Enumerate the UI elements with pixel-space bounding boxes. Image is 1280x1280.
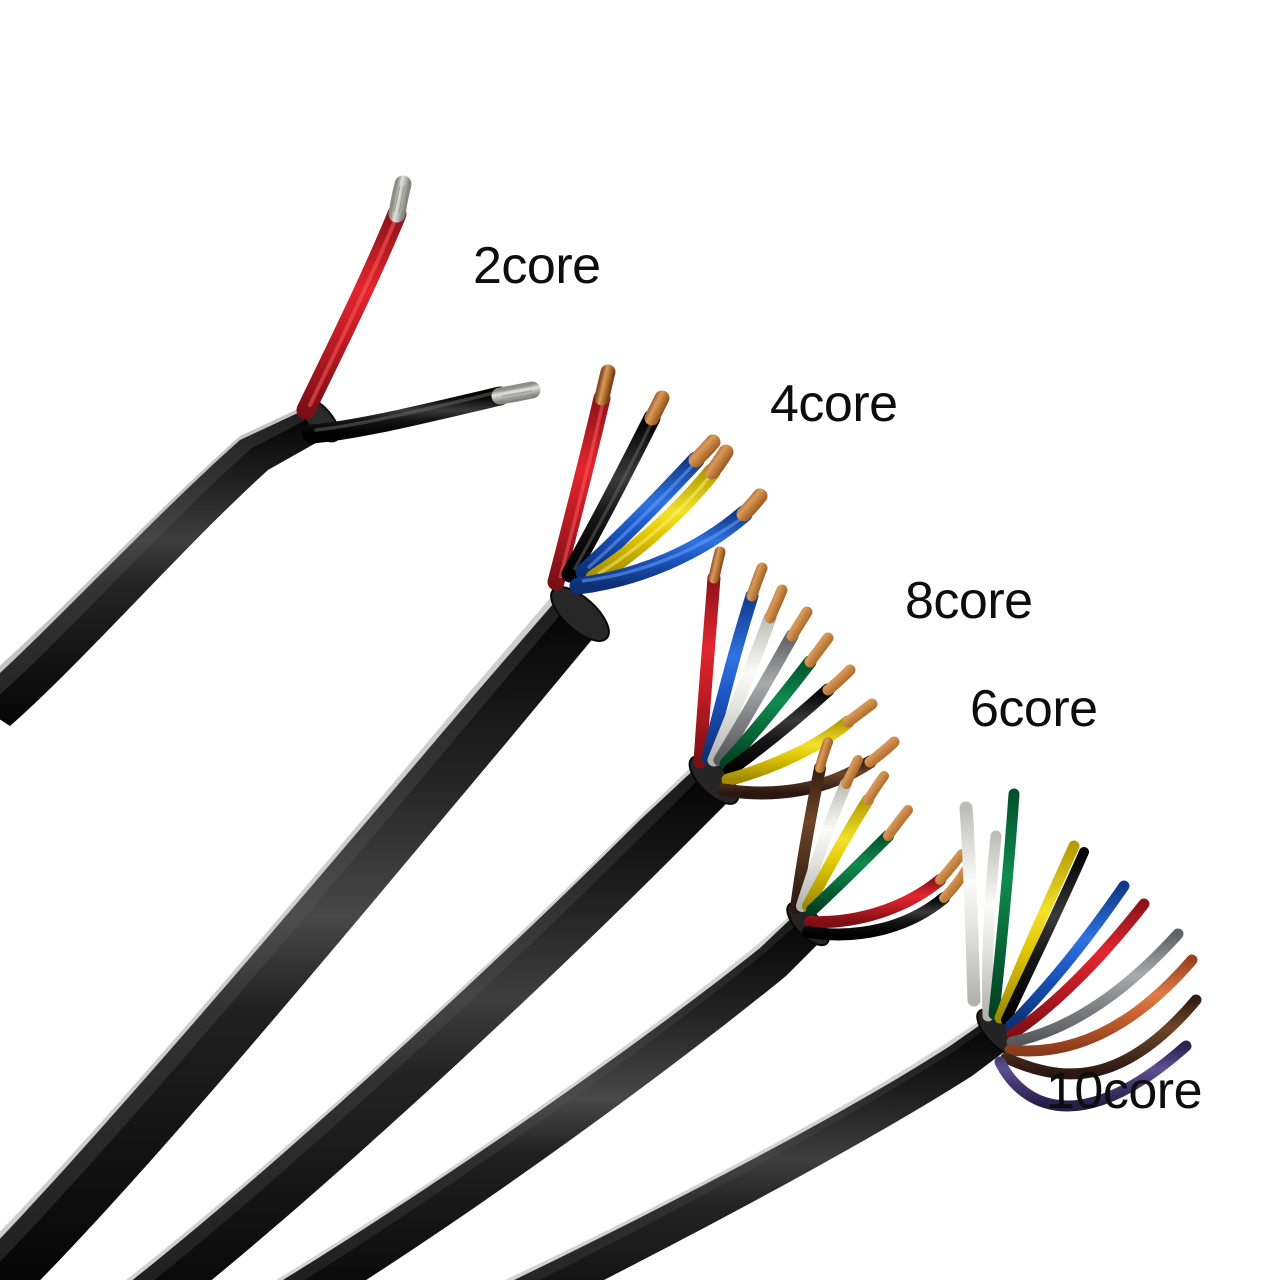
wire-6core-white: [796, 755, 863, 912]
wire-6core-brown: [790, 737, 833, 914]
wire-4core-blue-a: [575, 434, 721, 581]
jacket-4core: [0, 596, 600, 1280]
wire-4core-yellow: [585, 444, 734, 587]
conductor-tin-2core-red: [388, 175, 412, 223]
label-8core: 8core: [905, 572, 1033, 630]
wire-10core-purple: [994, 1040, 1192, 1112]
wire-8core-white: [707, 584, 788, 767]
conductor-copper-6core-brown: [815, 737, 833, 773]
wire-2core-black: [302, 381, 541, 444]
wire-4core-black: [561, 390, 670, 583]
wire-6core-red: [804, 849, 967, 929]
wire-8core-gray: [713, 606, 813, 767]
wire-8core-red: [693, 546, 726, 769]
jacket-8core: [132, 764, 736, 1280]
conductor-copper-8core-black: [822, 664, 856, 696]
wire-4core-blue-b: [569, 488, 768, 595]
wire-6core-yellow: [802, 771, 889, 912]
label-2core: 2core: [473, 237, 601, 295]
conductor-copper-4core-black: [644, 390, 670, 426]
wire-10core-orange: [1004, 954, 1198, 1057]
conductor-copper-6core-green: [883, 805, 913, 841]
wire-8core-blue: [701, 562, 768, 765]
conductor-copper-8core-blue: [746, 562, 768, 602]
conductor-copper-4core-red: [594, 364, 616, 406]
wire-6core-green: [806, 805, 913, 916]
cable-2core: [0, 175, 541, 726]
conductor-copper-6core-yellow: [863, 771, 889, 805]
conductor-copper-6core-white: [841, 755, 863, 789]
label-6core: 6core: [970, 680, 1098, 738]
wire-2core-red: [296, 175, 412, 420]
wire-10core-white: [981, 830, 1002, 1022]
conductor-copper-8core-red: [708, 546, 726, 584]
wire-10core-brown: [1000, 994, 1202, 1080]
wire-10core-yellow: [994, 840, 1080, 1024]
wire-10core-black: [1001, 847, 1089, 1025]
conductor-copper-8core-gray: [786, 606, 813, 642]
conductor-copper-8core-yellow: [842, 698, 878, 728]
wire-10core-blue: [1004, 880, 1130, 1032]
wire-10core-red: [1006, 898, 1150, 1040]
conductor-copper-4core-yellow: [704, 444, 734, 480]
wire-6core-white-tail: [959, 801, 981, 1007]
wire-8core-black: [723, 664, 856, 777]
wire-10core-gray: [1006, 928, 1184, 1048]
conductor-copper-4core-blue-a: [688, 434, 721, 468]
conductor-copper-8core-green: [804, 632, 834, 668]
wire-4core-red: [547, 364, 616, 591]
wire-8core-yellow: [721, 698, 878, 787]
jacket-6core: [282, 910, 826, 1280]
cable-6core: [275, 737, 981, 1280]
wire-10core-green: [988, 788, 1020, 1020]
conductor-copper-8core-brown: [864, 736, 900, 768]
conductor-copper-8core-white: [764, 584, 788, 624]
label-10core: 10core: [1046, 1062, 1203, 1120]
cable-8core: [126, 546, 900, 1280]
conductor-copper-4core-blue-b: [736, 488, 768, 522]
jacket-10core: [514, 1018, 1012, 1280]
conductor-copper-6core-red: [935, 849, 967, 885]
jacket-2core: [0, 405, 330, 726]
wire-8core-green: [719, 632, 834, 771]
cable-10core: [504, 788, 1202, 1280]
cable-4core: [0, 364, 768, 1280]
label-4core: 4core: [770, 375, 898, 433]
